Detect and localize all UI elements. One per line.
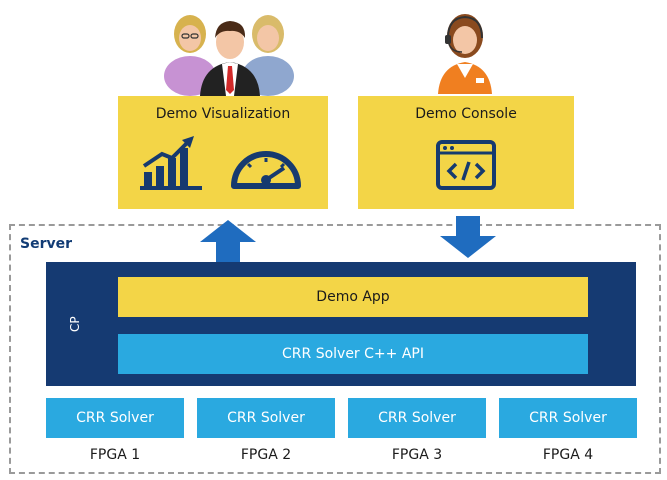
arrow-down-icon <box>440 216 496 258</box>
demo-console-box: Demo Console <box>358 96 574 209</box>
server-frame <box>9 224 661 474</box>
code-window-icon <box>436 140 496 190</box>
fpga-3-label: FPGA 3 <box>391 447 443 463</box>
fpga-1-label: FPGA 1 <box>89 447 141 463</box>
users-group-icon <box>160 4 300 96</box>
demo-visualization-title: Demo Visualization <box>155 106 291 122</box>
demo-app-bar: Demo App <box>118 277 588 317</box>
speedometer-icon <box>228 144 304 190</box>
crr-solver-2: CRR Solver <box>197 398 335 438</box>
growth-chart-icon <box>140 136 202 192</box>
operator-headset-icon <box>432 6 498 94</box>
fpga-4-label: FPGA 4 <box>542 447 594 463</box>
demo-console-title: Demo Console <box>415 106 517 122</box>
server-label: Server <box>20 236 73 252</box>
arrow-up-icon <box>200 220 256 262</box>
crr-solver-1: CRR Solver <box>46 398 184 438</box>
fpga-2-label: FPGA 2 <box>240 447 292 463</box>
demo-visualization-box: Demo Visualization <box>118 96 328 209</box>
crr-solver-4: CRR Solver <box>499 398 637 438</box>
crr-solver-api-bar: CRR Solver C++ API <box>118 334 588 374</box>
crr-solver-3: CRR Solver <box>348 398 486 438</box>
cp-label: CP <box>68 316 82 332</box>
